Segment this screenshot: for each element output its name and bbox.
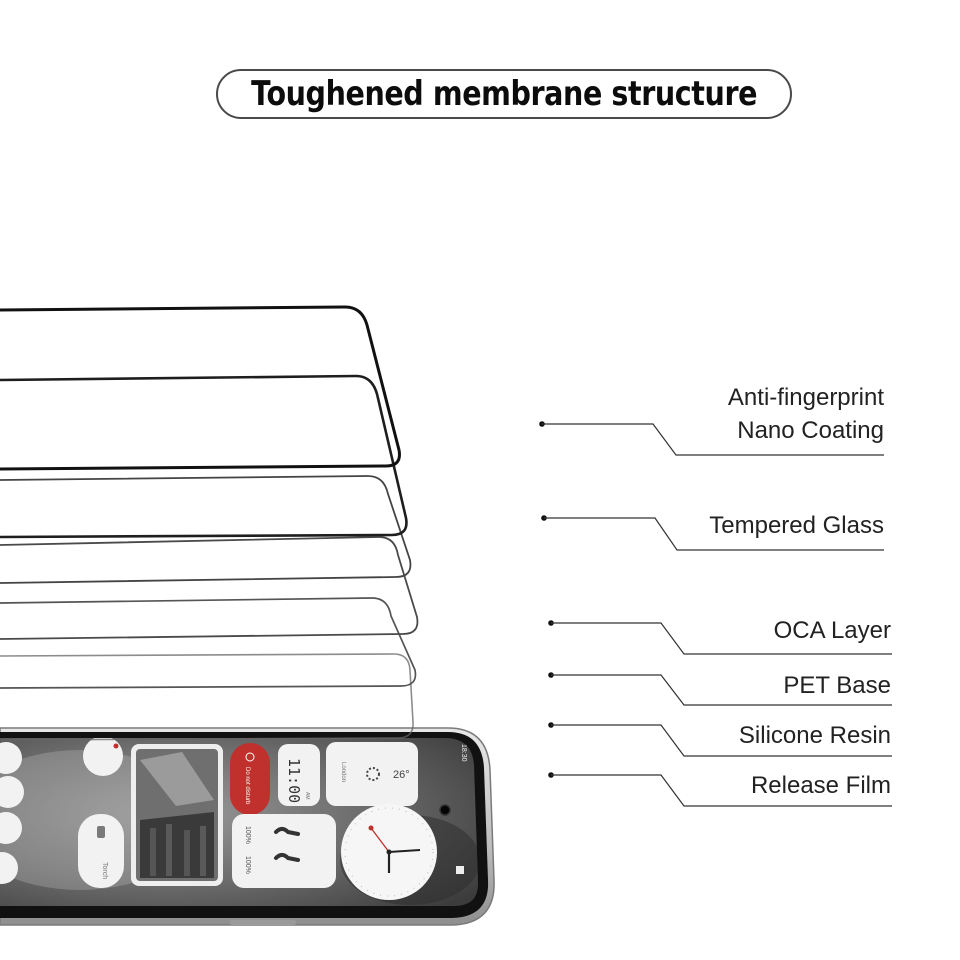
film-layer-silicone-resin bbox=[0, 597, 417, 689]
shortcut-button bbox=[0, 776, 24, 808]
callout-line bbox=[544, 517, 884, 551]
do-not-disturb-tile bbox=[230, 743, 270, 815]
film-layer-release-film bbox=[0, 653, 414, 741]
film-layer-oca bbox=[0, 475, 412, 584]
title-pill: Toughened membrane structure bbox=[216, 69, 792, 119]
torch-label: Torch bbox=[101, 862, 108, 879]
weather-tile bbox=[326, 742, 418, 806]
callout-line bbox=[551, 724, 892, 757]
status-time: 18:30 bbox=[460, 744, 467, 762]
do-not-disturb-label: Do not disturb bbox=[244, 767, 250, 805]
label-line: Tempered Glass bbox=[709, 512, 884, 539]
side-button bbox=[230, 920, 296, 925]
clock-text: 11:00 bbox=[285, 758, 303, 803]
earbud-icon bbox=[274, 827, 300, 836]
film-layer-pet-base bbox=[0, 536, 419, 640]
label-line: Anti-fingerprint bbox=[727, 384, 884, 411]
analog-clock bbox=[341, 804, 437, 900]
shortcut-button bbox=[83, 738, 123, 776]
shortcut-button bbox=[0, 852, 18, 884]
torch-tile bbox=[78, 814, 124, 888]
film-stack bbox=[0, 305, 419, 741]
diagram-title: Toughened membrane structure bbox=[251, 74, 757, 114]
callout-lines bbox=[539, 421, 892, 807]
film-layer-anti-fingerprint bbox=[0, 305, 401, 471]
earbud-icon bbox=[274, 853, 300, 862]
earbuds-tile bbox=[232, 814, 336, 888]
label-line: OCA Layer bbox=[773, 617, 891, 644]
phone: Torch Do not disturb 11:00 AM London 26° bbox=[0, 727, 495, 926]
clock-suffix: AM bbox=[304, 792, 310, 800]
callout-line bbox=[551, 674, 892, 706]
label-release-film: Release Film bbox=[751, 769, 891, 802]
label-line: Release Film bbox=[750, 772, 891, 799]
callout-line bbox=[551, 622, 892, 655]
front-camera bbox=[439, 804, 451, 816]
label-tempered-glass: Tempered Glass bbox=[709, 509, 884, 542]
film-layer-tempered-glass bbox=[0, 374, 408, 539]
label-pet-base: PET Base bbox=[783, 669, 891, 702]
label-line: PET Base bbox=[783, 672, 891, 699]
label-line: Silicone Resin bbox=[738, 722, 891, 749]
location-label: London bbox=[340, 762, 346, 782]
label-silicone-resin: Silicone Resin bbox=[739, 719, 891, 752]
battery-right: 100% bbox=[244, 856, 251, 874]
battery-left: 100% bbox=[244, 826, 251, 844]
weather-icon bbox=[366, 767, 380, 781]
callout-line bbox=[542, 423, 884, 456]
signal-icon bbox=[456, 866, 464, 874]
shortcut-button bbox=[0, 742, 22, 774]
clock-tile bbox=[278, 744, 320, 806]
label-oca-layer: OCA Layer bbox=[774, 614, 891, 647]
shortcut-button bbox=[0, 812, 22, 844]
temperature-label: 26° bbox=[393, 769, 410, 781]
label-anti-fingerprint: Anti-fingerprint Nano Coating bbox=[728, 381, 884, 447]
callout-line bbox=[551, 774, 892, 807]
label-line: Nano Coating bbox=[737, 417, 884, 444]
